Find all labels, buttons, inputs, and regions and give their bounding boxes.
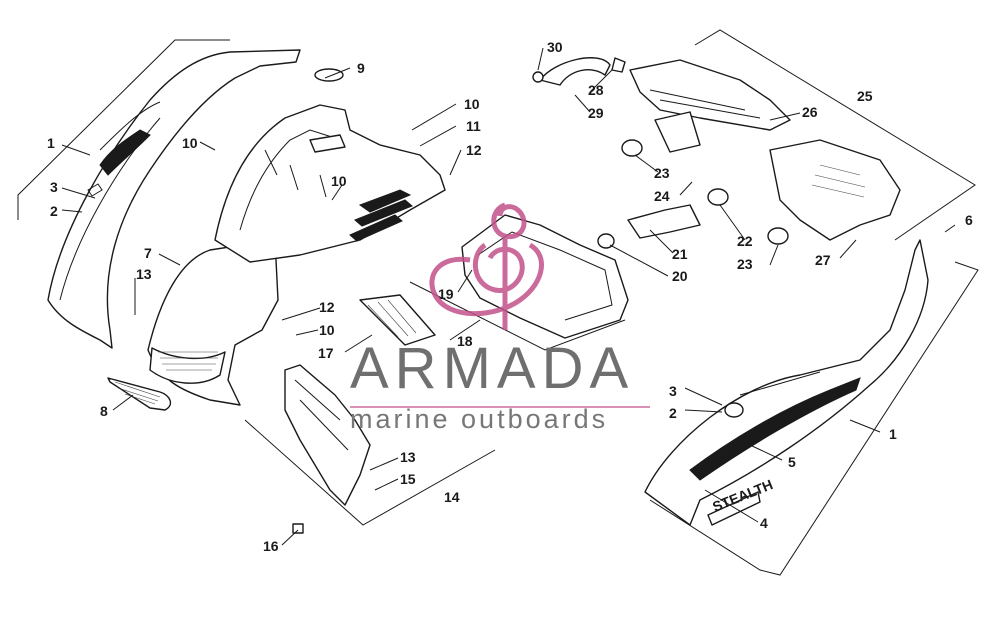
center-deck-console — [214, 68, 446, 263]
watermark-tagline: marine outboards — [350, 404, 608, 434]
callout-12-lower: 12 — [319, 299, 335, 315]
airbox-upper-duct — [629, 59, 791, 131]
lower-nose-piece — [284, 364, 371, 506]
callout-3-left: 3 — [50, 179, 58, 195]
right-side-panel: STEALTH — [644, 239, 929, 526]
callout-23-lower: 23 — [737, 256, 753, 272]
callout-8: 8 — [100, 403, 108, 419]
storage-bin — [461, 214, 629, 339]
armada-logo-mark — [429, 202, 544, 330]
callout-5: 5 — [788, 454, 796, 470]
callout-13-left: 13 — [136, 266, 152, 282]
callout-24: 24 — [654, 188, 670, 204]
callout-26: 26 — [802, 104, 818, 120]
callout-21: 21 — [672, 246, 688, 262]
front-grille-hatch — [114, 381, 161, 405]
callout-17: 17 — [318, 345, 334, 361]
callout-28: 28 — [588, 82, 604, 98]
airbox-mount — [654, 111, 701, 153]
callout-29: 29 — [588, 105, 604, 121]
intake-tube — [627, 204, 701, 239]
callout-12-top: 12 — [466, 142, 482, 158]
windshield-hatch — [367, 299, 417, 338]
seal-ring — [621, 139, 643, 157]
hose-fitting — [611, 57, 626, 73]
left-panel-bracket — [17, 39, 230, 220]
callout-9: 9 — [357, 60, 365, 76]
callout-30: 30 — [547, 39, 563, 55]
hose-clamp — [707, 188, 729, 206]
callout-22: 22 — [737, 233, 753, 249]
spacer-ring — [597, 233, 615, 249]
callout-6: 6 — [965, 212, 973, 228]
callout-19: 19 — [438, 286, 454, 302]
right-panel-bracket — [649, 261, 979, 576]
front-grille — [107, 377, 172, 411]
callout-10-left: 10 — [182, 135, 198, 151]
callout-4: 4 — [760, 515, 768, 531]
callout-11: 11 — [466, 118, 481, 134]
callout-1-right: 1 — [889, 426, 897, 442]
airbox-bracket — [694, 29, 976, 241]
callout-1-left: 1 — [47, 135, 55, 151]
callout-20: 20 — [672, 268, 688, 284]
callout-14: 14 — [444, 489, 460, 505]
armada-watermark: ARMADA marine outboards — [350, 202, 650, 434]
clip-fastener — [292, 523, 304, 534]
callout-2-left: 2 — [50, 203, 58, 219]
callout-3-right: 3 — [669, 383, 677, 399]
callout-27: 27 — [815, 252, 831, 268]
airbox-lower-housing — [769, 139, 901, 241]
callout-13-lower: 13 — [400, 449, 416, 465]
callout-7: 7 — [144, 245, 152, 261]
callout-18: 18 — [457, 333, 473, 349]
seal-ring-lower — [767, 227, 789, 245]
callout-10-top: 10 — [464, 96, 480, 112]
lower-nose-bracket — [244, 419, 496, 526]
callout-15: 15 — [400, 471, 416, 487]
callout-25: 25 — [857, 88, 873, 104]
callout-labels: 1 2 3 1 2 3 4 5 6 7 8 9 10 10 10 10 11 1… — [47, 39, 973, 554]
front-nose-hood — [147, 239, 279, 406]
callout-23-upper: 23 — [654, 165, 670, 181]
watermark-brand: ARMADA — [350, 336, 634, 401]
callout-10-lower: 10 — [319, 322, 335, 338]
callout-10-center: 10 — [331, 173, 347, 189]
vent-hose — [539, 57, 611, 86]
windshield-plate — [359, 294, 436, 346]
storage-bin-bracket — [409, 281, 626, 351]
callout-2-right: 2 — [669, 405, 677, 421]
left-side-panel — [47, 49, 301, 349]
hose-clamp-small — [532, 71, 544, 83]
callout-16: 16 — [263, 538, 279, 554]
leader-lines — [61, 47, 956, 546]
